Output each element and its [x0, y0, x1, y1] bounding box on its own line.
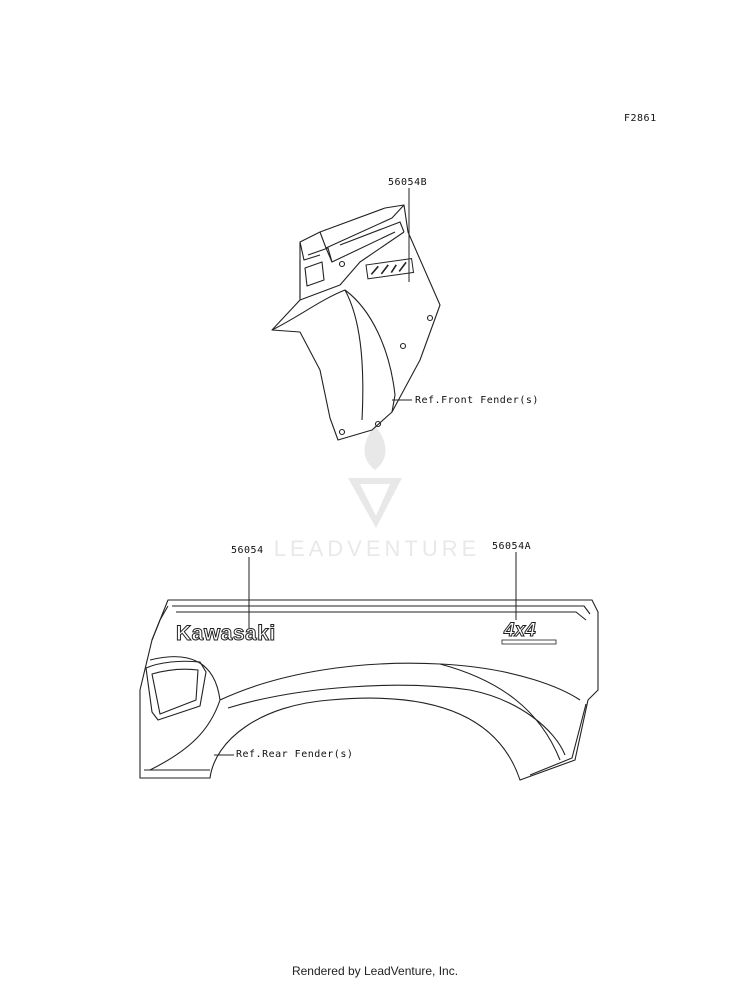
- front-decal-icon: [365, 258, 415, 280]
- part-56054b-label[interactable]: 56054B: [388, 177, 428, 188]
- flame-icon: [364, 425, 386, 470]
- front-fender-drawing: [271, 204, 441, 441]
- rear-fender-ref-label: Ref.Rear Fender(s): [236, 749, 354, 760]
- leadventure-watermark: LEADVENTURE: [274, 425, 481, 561]
- kawasaki-decal: Kawasaki: [176, 622, 276, 646]
- front-fender-ref-label: Ref.Front Fender(s): [415, 395, 539, 406]
- 4x4-decal-subline: [501, 639, 557, 645]
- part-56054a-label[interactable]: 56054A: [492, 541, 532, 552]
- 4x4-decal-text: 4x4: [503, 620, 536, 641]
- kawasaki-decal-text: Kawasaki: [176, 622, 276, 645]
- footer-credit: Rendered by LeadVenture, Inc.: [291, 964, 459, 978]
- watermark-text: LEADVENTURE: [274, 536, 481, 561]
- 4x4-decal: 4x4: [501, 620, 557, 645]
- figure-id: F2861: [624, 113, 657, 124]
- v-emblem-icon: [348, 478, 402, 528]
- rear-fender-drawing: [139, 599, 599, 781]
- part-56054-label[interactable]: 56054: [231, 545, 264, 556]
